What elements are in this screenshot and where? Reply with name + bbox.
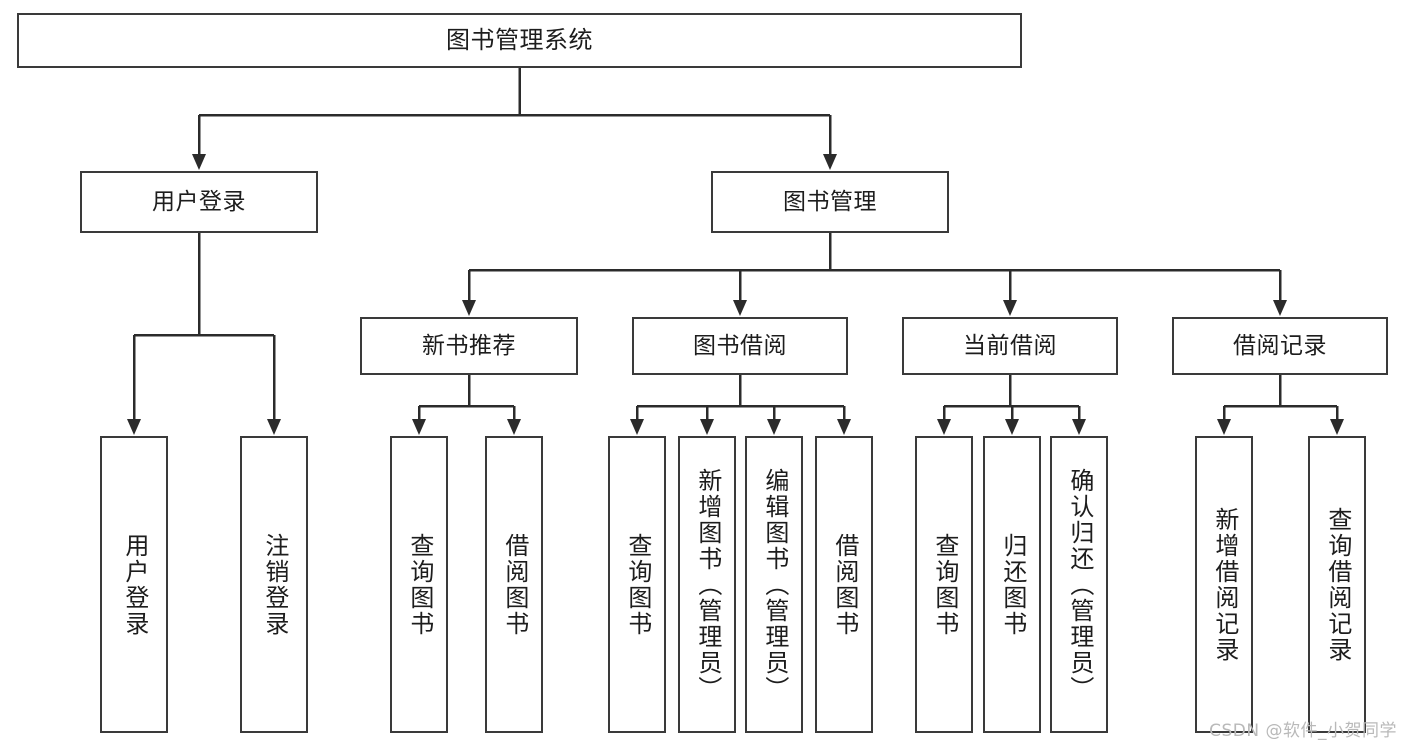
node-label: 编辑图书（管理员） xyxy=(760,467,789,702)
node-leaf-edit-book[interactable]: 编辑图书（管理员） xyxy=(745,436,803,733)
node-leaf-add-record[interactable]: 新增借阅记录 xyxy=(1195,436,1253,733)
node-leaf-return-book[interactable]: 归还图书 xyxy=(983,436,1041,733)
node-leaf-query-book-3[interactable]: 查询图书 xyxy=(915,436,973,733)
node-current-borrow[interactable]: 当前借阅 xyxy=(902,317,1118,375)
node-label: 新增图书（管理员） xyxy=(693,467,722,702)
node-label: 确认归还（管理员） xyxy=(1065,467,1094,702)
node-label: 借阅图书 xyxy=(500,532,529,637)
watermark-text: CSDN @软件_小贺同学 xyxy=(1209,721,1397,741)
node-label: 用户登录 xyxy=(120,532,149,637)
node-label: 图书管理 xyxy=(783,188,877,215)
node-leaf-add-book[interactable]: 新增图书（管理员） xyxy=(678,436,736,733)
node-label: 查询图书 xyxy=(623,532,652,637)
node-leaf-user-login[interactable]: 用户登录 xyxy=(100,436,168,733)
node-label: 查询借阅记录 xyxy=(1323,506,1352,663)
node-leaf-logout[interactable]: 注销登录 xyxy=(240,436,308,733)
node-leaf-borrow-book-1[interactable]: 借阅图书 xyxy=(485,436,543,733)
node-leaf-query-book-2[interactable]: 查询图书 xyxy=(608,436,666,733)
node-leaf-confirm-return[interactable]: 确认归还（管理员） xyxy=(1050,436,1108,733)
node-label: 当前借阅 xyxy=(963,332,1057,359)
node-label: 借阅图书 xyxy=(830,532,859,637)
node-label: 新增借阅记录 xyxy=(1210,506,1239,663)
node-label: 新书推荐 xyxy=(422,332,516,359)
node-borrow-record[interactable]: 借阅记录 xyxy=(1172,317,1388,375)
node-new-book-rec[interactable]: 新书推荐 xyxy=(360,317,578,375)
node-book-manage[interactable]: 图书管理 xyxy=(711,171,949,233)
node-book-borrow[interactable]: 图书借阅 xyxy=(632,317,848,375)
node-label: 图书借阅 xyxy=(693,332,787,359)
node-root[interactable]: 图书管理系统 xyxy=(17,13,1022,68)
node-label: 图书管理系统 xyxy=(446,25,593,54)
node-leaf-query-record[interactable]: 查询借阅记录 xyxy=(1308,436,1366,733)
node-user-login[interactable]: 用户登录 xyxy=(80,171,318,233)
node-label: 注销登录 xyxy=(260,532,289,637)
node-label: 归还图书 xyxy=(998,532,1027,637)
node-leaf-borrow-book-2[interactable]: 借阅图书 xyxy=(815,436,873,733)
node-label: 查询图书 xyxy=(930,532,959,637)
node-label: 查询图书 xyxy=(405,532,434,637)
node-leaf-query-book-1[interactable]: 查询图书 xyxy=(390,436,448,733)
node-label: 借阅记录 xyxy=(1233,332,1327,359)
node-label: 用户登录 xyxy=(152,188,246,215)
